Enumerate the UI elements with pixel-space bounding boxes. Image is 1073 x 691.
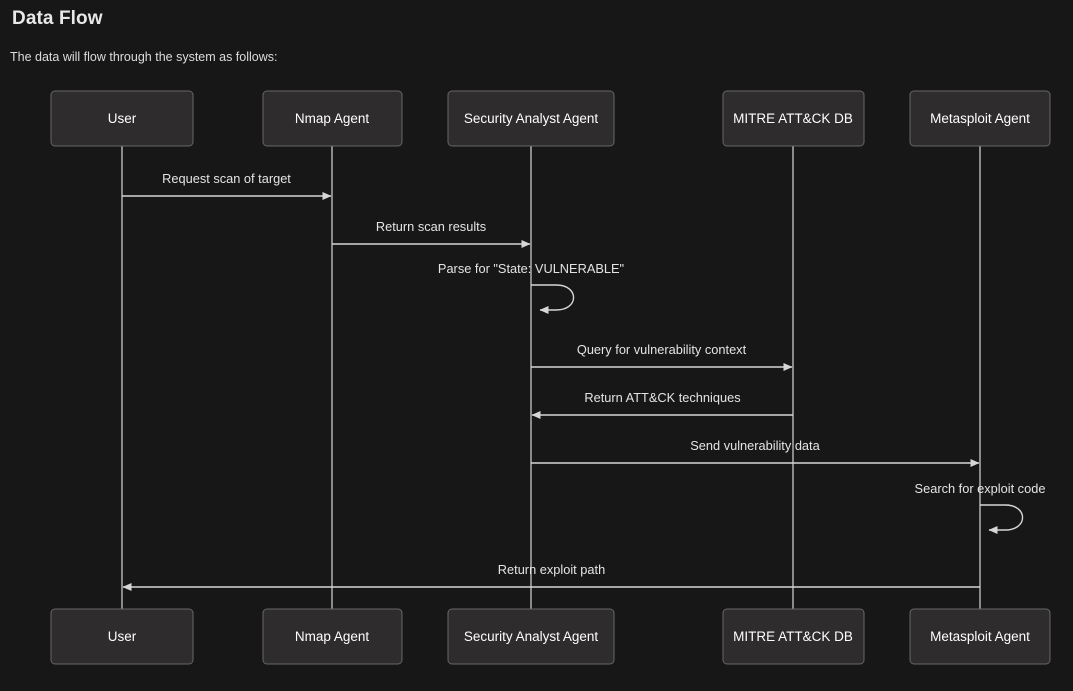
actor-box-rect bbox=[447, 90, 615, 147]
message-label: Request scan of target bbox=[162, 171, 291, 186]
message-m8[interactable]: Return exploit path bbox=[122, 562, 980, 591]
message-m5[interactable]: Return ATT&CK techniques bbox=[531, 390, 793, 419]
message-m6[interactable]: Send vulnerability data bbox=[531, 438, 980, 467]
message-m4[interactable]: Query for vulnerability context bbox=[531, 342, 793, 371]
actor-box-rect bbox=[50, 608, 194, 665]
message-label: Search for exploit code bbox=[915, 481, 1046, 496]
actor-label: Security Analyst Agent bbox=[464, 111, 599, 126]
actor-mitre-bottom[interactable]: MITRE ATT&CK DB bbox=[722, 608, 865, 665]
message-m3[interactable]: Parse for "State: VULNERABLE" bbox=[438, 261, 624, 314]
actor-label: MITRE ATT&CK DB bbox=[733, 111, 853, 126]
actor-nmap-bottom[interactable]: Nmap Agent bbox=[262, 608, 403, 665]
message-label: Return exploit path bbox=[498, 562, 605, 577]
actor-box-rect bbox=[909, 90, 1051, 147]
self-loop-path bbox=[980, 504, 1024, 534]
actor-metasploit-bottom[interactable]: Metasploit Agent bbox=[909, 608, 1051, 665]
actor-label: Security Analyst Agent bbox=[464, 629, 599, 644]
actor-metasploit-top[interactable]: Metasploit Agent bbox=[909, 90, 1051, 147]
message-label: Return ATT&CK techniques bbox=[584, 390, 740, 405]
actor-box-rect bbox=[909, 608, 1051, 665]
message-m2[interactable]: Return scan results bbox=[332, 219, 531, 248]
lifelines-layer bbox=[121, 146, 981, 609]
actor-box-rect bbox=[722, 608, 865, 665]
actors-bottom-layer: User Nmap Agent Security Analyst Agent MITR… bbox=[50, 608, 1051, 665]
actor-analyst-top[interactable]: Security Analyst Agent bbox=[447, 90, 615, 147]
page-title: Data Flow bbox=[12, 8, 103, 29]
actor-analyst-bottom[interactable]: Security Analyst Agent bbox=[447, 608, 615, 665]
message-label: Return scan results bbox=[376, 219, 486, 234]
actor-mitre-top[interactable]: MITRE ATT&CK DB bbox=[722, 90, 865, 147]
actor-label: User bbox=[108, 629, 137, 644]
actor-label: Nmap Agent bbox=[295, 629, 370, 644]
actor-user-bottom[interactable]: User bbox=[50, 608, 194, 665]
actor-user-top[interactable]: User bbox=[50, 90, 194, 147]
actor-nmap-top[interactable]: Nmap Agent bbox=[262, 90, 403, 147]
actor-box-rect bbox=[262, 90, 403, 147]
message-label: Query for vulnerability context bbox=[577, 342, 747, 357]
actors-top-layer: User Nmap Agent Security Analyst Agent MITR… bbox=[50, 90, 1051, 147]
actor-label: MITRE ATT&CK DB bbox=[733, 629, 853, 644]
actor-label: Nmap Agent bbox=[295, 111, 370, 126]
message-m1[interactable]: Request scan of target bbox=[122, 171, 332, 200]
message-m7[interactable]: Search for exploit code bbox=[915, 481, 1046, 534]
actor-box-rect bbox=[447, 608, 615, 665]
actor-label: User bbox=[108, 111, 137, 126]
actor-box-rect bbox=[50, 90, 194, 147]
actor-box-rect bbox=[262, 608, 403, 665]
message-label: Send vulnerability data bbox=[690, 438, 820, 453]
actor-label: Metasploit Agent bbox=[930, 111, 1030, 126]
message-label: Parse for "State: VULNERABLE" bbox=[438, 261, 624, 276]
page-subtitle: The data will flow through the system as… bbox=[10, 50, 278, 64]
actor-box-rect bbox=[722, 90, 865, 147]
actor-label: Metasploit Agent bbox=[930, 629, 1030, 644]
self-loop-path bbox=[531, 284, 575, 314]
